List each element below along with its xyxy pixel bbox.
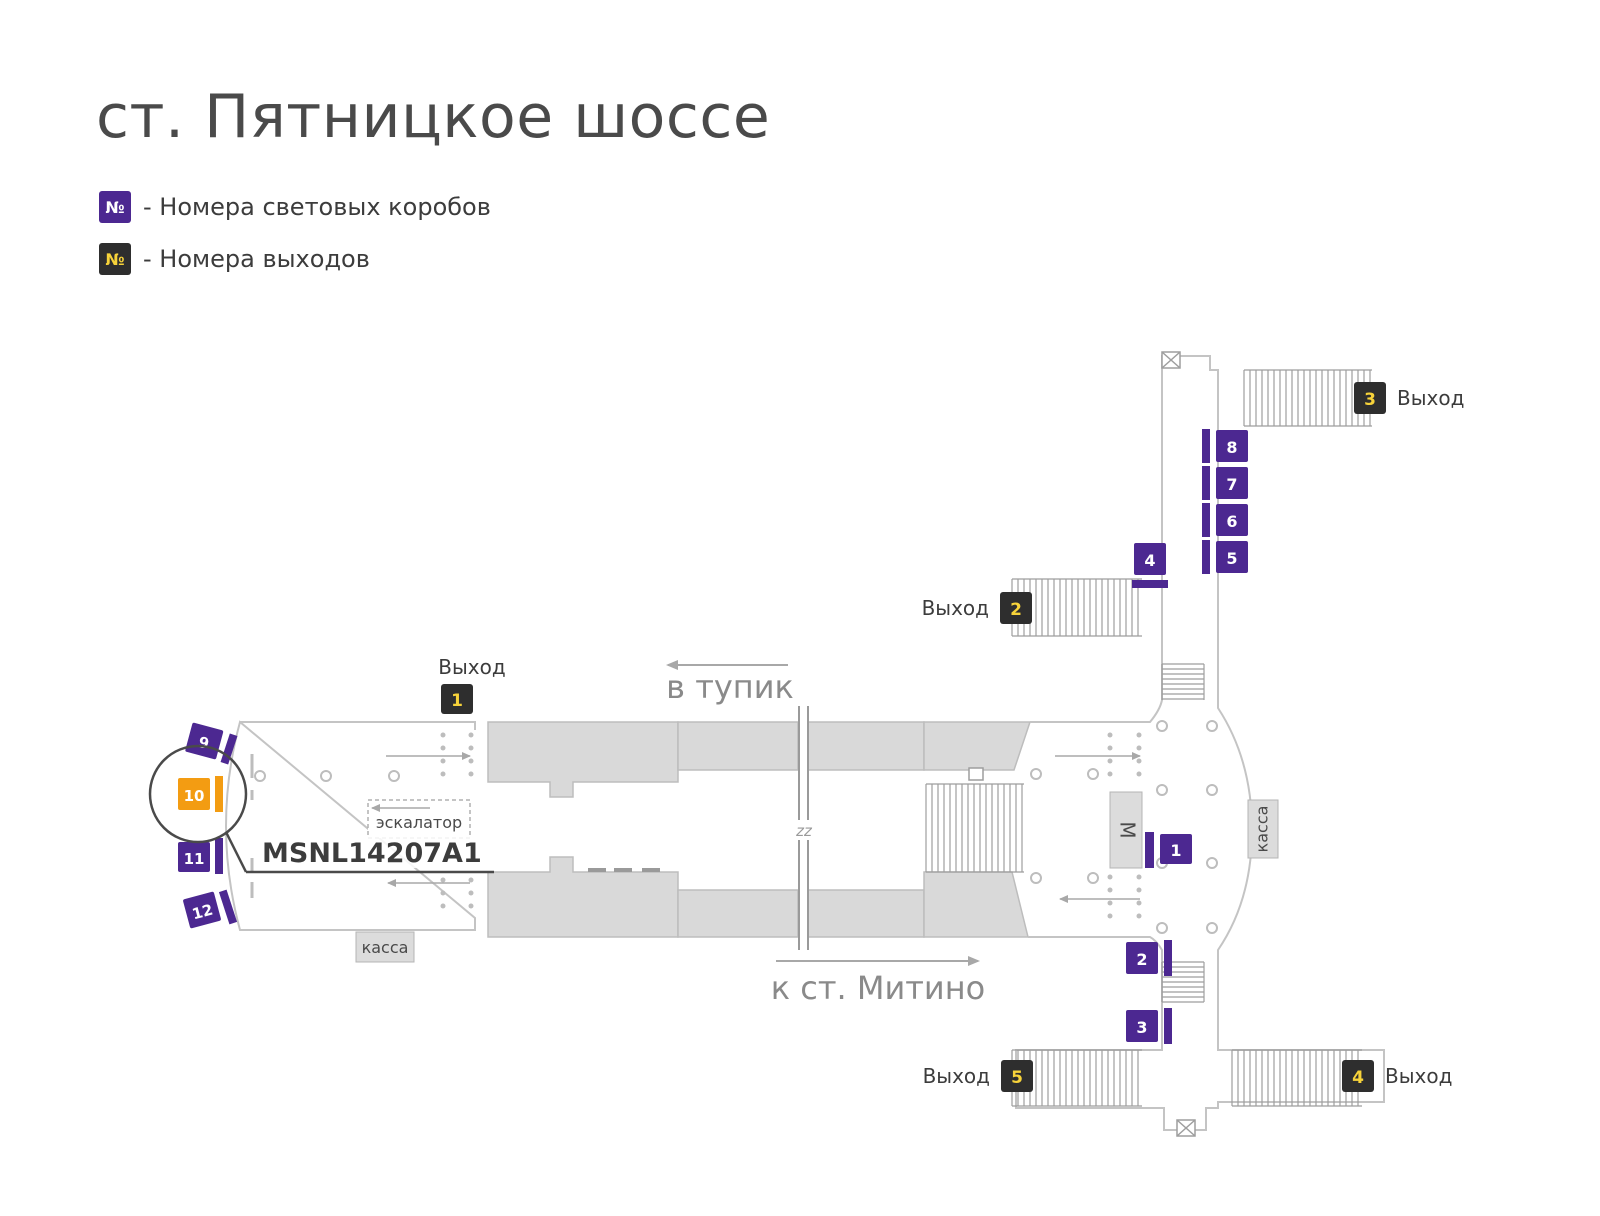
exit-5-word: Выход [923,1064,990,1088]
west-columns [254,770,400,782]
legend-exit: № - Номера выходов [99,243,370,275]
lightbox-3: 3 [1136,1018,1147,1037]
stairs-platform [925,783,1024,873]
metro-pillar: М [1109,791,1143,869]
east-arrows [1055,752,1141,903]
stairs-exit-5 [1011,1049,1142,1107]
stairs-north-passage [1161,663,1205,700]
lightbox-8: 8 [1226,438,1237,457]
exit-2-number: 2 [1010,600,1022,620]
direction-dead-end: в тупик [666,660,794,706]
lightboxes-east: 1 2 3 4 5 6 7 8 [1126,429,1248,1044]
lightbox-5: 5 [1226,549,1237,568]
lightbox-1: 1 [1170,841,1181,860]
legend-lightbox-swatch: № [99,191,131,223]
west-arrows [386,752,471,887]
direction-dead-end-label: в тупик [666,668,794,706]
escalator: эскалатор [367,799,471,839]
exit-1: Выход 1 [438,655,506,714]
stairs-exit-3 [1243,369,1372,427]
exit-4: 4 Выход [1342,1060,1452,1092]
east-columns [969,720,1218,934]
exit-1-number: 1 [451,691,463,711]
page-title: ст. Пятницкое шоссе [96,82,771,152]
east-turnstiles [1107,732,1142,919]
exits: Выход 1 Выход 2 3 Выход 4 Выход Выход 5 [438,382,1464,1092]
kassa-west-label: касса [362,938,409,957]
direction-mitino-label: к ст. Митино [771,969,985,1007]
metro-sign: М [1116,821,1140,838]
exit-4-word: Выход [1385,1064,1452,1088]
lightbox-2: 2 [1136,950,1147,969]
exit-5-number: 5 [1011,1068,1023,1088]
west-turnstiles [440,732,474,909]
highlighted-lightbox: 10 MSNL14207A1 [148,744,494,874]
lightbox-6: 6 [1226,512,1237,531]
exit-2-word: Выход [922,596,989,620]
escalator-label: эскалатор [376,813,462,832]
lightbox-4: 4 [1144,551,1155,570]
elevator-marks [968,351,1196,1137]
east-hall [1015,355,1385,1131]
legend-lightbox-text: - Номера световых коробов [143,193,491,221]
exit-1-word: Выход [438,655,505,679]
lightbox-11: 11 [184,850,205,868]
stairs [925,369,1372,1107]
exit-2: Выход 2 [922,592,1032,624]
track-break-label: zz [795,822,813,840]
lightbox-10: 10 [184,787,205,805]
legend-exit-text: - Номера выходов [143,245,370,273]
kassa-east-label: касса [1253,806,1272,853]
platform-benches [588,868,660,872]
exit-3: 3 Выход [1354,382,1464,414]
legend-lightbox: № - Номера световых коробов [99,191,491,223]
direction-mitino: к ст. Митино [771,956,985,1007]
lightbox-7: 7 [1226,475,1237,494]
track-break [796,706,812,950]
legend-exit-swatch: № [99,243,131,275]
lightbox-12: 12 [190,901,215,924]
highlight-code: MSNL14207A1 [262,838,482,869]
exit-4-number: 4 [1352,1068,1364,1088]
lightboxes-west: 9 11 12 [178,722,238,929]
exit-3-word: Выход [1397,386,1464,410]
platform-area [487,721,1032,938]
exit-5: Выход 5 [923,1060,1033,1092]
kassa-west: касса [355,931,415,963]
kassa-east: касса [1247,799,1279,859]
exit-3-number: 3 [1364,390,1376,410]
